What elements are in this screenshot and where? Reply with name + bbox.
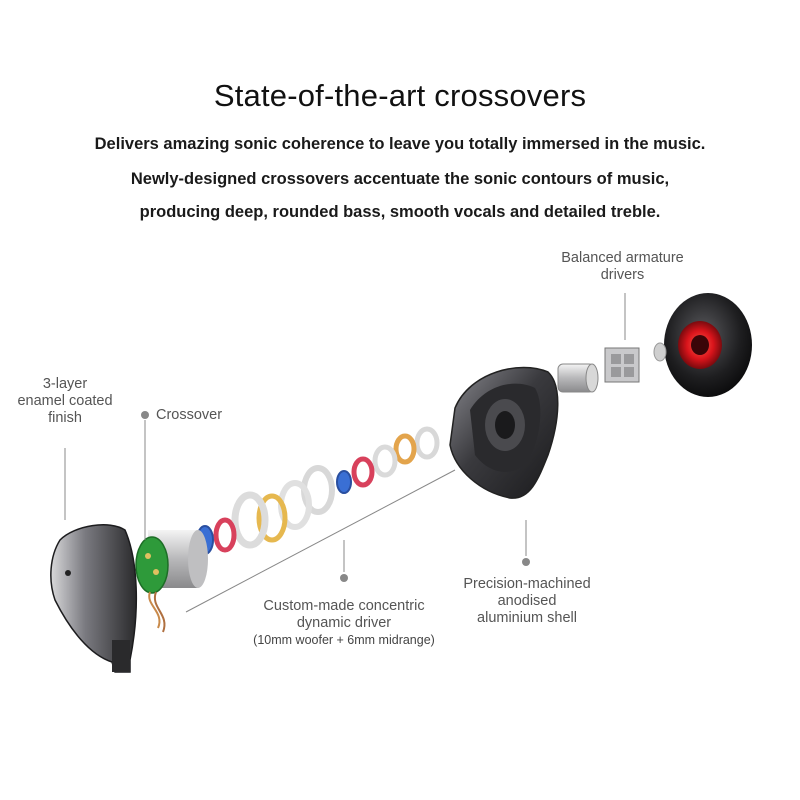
- label-enamel-line-3: finish: [48, 410, 82, 426]
- label-balanced-armature: Balanced armature drivers: [550, 250, 695, 284]
- label-dynamic-driver-line-2: dynamic driver: [296, 615, 392, 631]
- faceplate-icon: [50, 524, 138, 673]
- subtext-line-3: producing deep, rounded bass, smooth voc…: [139, 203, 661, 221]
- label-dynamic-driver-note: (10mm woofer + 6mm midrange): [253, 633, 435, 647]
- nozzle-icon: [557, 363, 599, 393]
- label-shell-line-3: aluminium shell: [477, 610, 577, 626]
- page-title: State-of-the-art crossovers: [213, 78, 587, 113]
- leader-lines: [64, 293, 626, 613]
- label-shell: Precision-machined anodised aluminium sh…: [452, 576, 602, 627]
- eartip-icon: [664, 293, 752, 397]
- label-dynamic-driver-line-1: Custom-made concentric: [263, 598, 425, 614]
- label-balanced-armature-line-2: drivers: [600, 267, 645, 283]
- balanced-armature-icon: [604, 347, 640, 383]
- leader-dots: [141, 411, 530, 582]
- aluminium-shell-icon: [449, 366, 559, 499]
- label-balanced-armature-line-1: Balanced armature: [561, 250, 684, 266]
- label-enamel-finish: 3-layer enamel coated finish: [2, 376, 128, 427]
- crossover-icon: [135, 530, 208, 633]
- label-crossover: Crossover: [156, 407, 223, 423]
- filter-mesh-icon: [653, 342, 667, 362]
- label-enamel-line-1: 3-layer: [42, 376, 88, 392]
- label-shell-line-1: Precision-machined: [463, 576, 591, 592]
- subtext-line-1: Delivers amazing sonic coherence to leav…: [94, 135, 706, 153]
- label-enamel-line-2: enamel coated: [17, 393, 113, 409]
- dynamic-driver-rings: [196, 426, 440, 555]
- subtext-line-2: Newly-designed crossovers accentuate the…: [130, 170, 670, 188]
- label-shell-line-2: anodised: [497, 593, 557, 609]
- label-dynamic-driver: Custom-made concentric dynamic driver: [230, 598, 458, 632]
